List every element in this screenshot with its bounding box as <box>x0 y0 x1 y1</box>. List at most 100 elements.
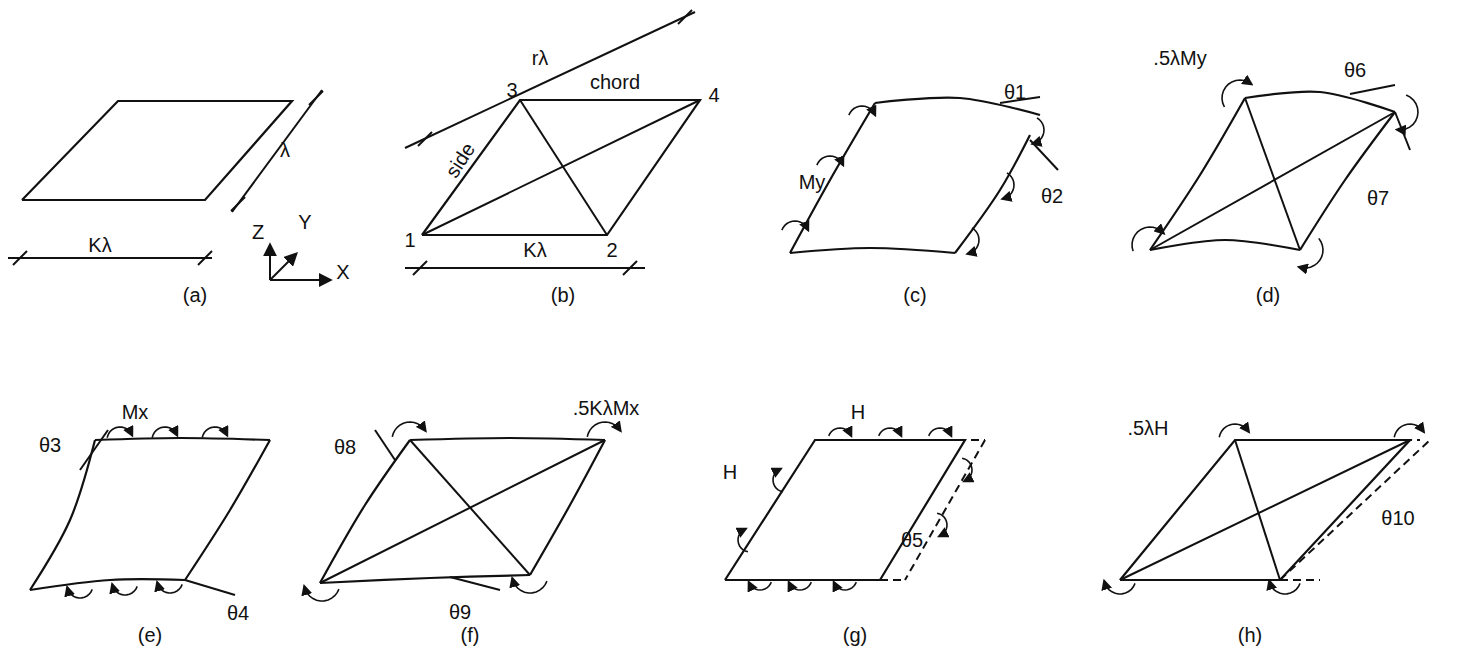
diagonal-line <box>1150 112 1395 250</box>
moment-arrow <box>1394 424 1424 437</box>
figure-label: (f) <box>461 625 480 645</box>
deformed-edge <box>320 440 410 583</box>
figure-label: (c) <box>903 285 926 305</box>
figure-label: θ7 <box>1367 188 1389 208</box>
figure-label: (a) <box>183 285 207 305</box>
plate-outline <box>725 440 965 580</box>
tangent-line <box>185 580 235 595</box>
displaced-edge <box>880 579 905 581</box>
displaced-edge <box>1280 579 1320 581</box>
figure-label: θ9 <box>449 602 471 622</box>
moment-arrow <box>392 422 425 437</box>
deformed-edge <box>320 575 530 583</box>
moment-arrow <box>304 586 339 601</box>
deformed-edge <box>955 135 1030 253</box>
moment-arrow <box>967 228 979 254</box>
tangent-line <box>1030 140 1058 170</box>
axis-line <box>269 245 271 280</box>
moment-arrow <box>773 469 783 492</box>
moment-arrow <box>1299 238 1323 268</box>
figure-label: Y <box>298 212 311 232</box>
axis-line <box>270 254 296 280</box>
moment-arrow <box>929 428 952 436</box>
displaced-edge <box>1280 440 1430 580</box>
figure-label: H <box>851 402 865 422</box>
figure-label: θ1 <box>1004 82 1026 102</box>
plate-outline <box>1120 440 1410 580</box>
moment-arrow <box>152 427 177 438</box>
moment-arrow <box>1104 581 1135 594</box>
dimension-tick <box>13 251 27 265</box>
displaced-edge <box>905 440 985 580</box>
figure-label: θ5 <box>901 530 923 550</box>
figure-label: 1 <box>404 230 415 250</box>
figure-label: Kλ <box>523 240 546 260</box>
figure-label: Kλ <box>88 235 111 255</box>
figure-label: (g) <box>843 625 867 645</box>
diagonal-line <box>410 440 530 575</box>
diagonal-line <box>1120 440 1410 580</box>
moment-arrow <box>587 422 620 437</box>
figure-label: .5λH <box>1127 418 1168 438</box>
moment-arrow <box>738 529 748 552</box>
figure-label: (d) <box>1256 285 1280 305</box>
moment-arrow <box>112 584 137 595</box>
tangent-line <box>80 430 108 470</box>
figure-label: 2 <box>606 240 617 260</box>
diagonal-line <box>1235 440 1280 580</box>
dimension-line <box>405 267 645 269</box>
moment-arrow <box>1002 173 1014 199</box>
deformed-edge <box>1150 240 1300 250</box>
moment-arrow <box>1397 95 1418 130</box>
dimension-tick <box>198 251 212 265</box>
deformed-edge <box>790 103 875 253</box>
figure-label: θ4 <box>227 603 249 623</box>
dimension-tick <box>413 261 427 275</box>
moment-arrow <box>879 428 902 436</box>
figure-label: θ8 <box>334 437 356 457</box>
figure-label: chord <box>590 72 640 92</box>
moment-arrow <box>1219 424 1249 437</box>
figure-label: (e) <box>138 625 162 645</box>
moment-arrow <box>1132 227 1164 251</box>
moment-arrow <box>962 458 972 481</box>
figure-label: θ10 <box>1381 508 1414 528</box>
moment-arrow <box>1032 118 1044 144</box>
deformed-edge <box>185 440 270 580</box>
figure-label: 3 <box>506 80 517 100</box>
figure-label: My <box>799 172 826 192</box>
figure-label: θ2 <box>1041 186 1063 206</box>
dimension-line <box>405 12 695 148</box>
diagonal-line <box>320 440 605 583</box>
figure-label: θ6 <box>1344 60 1366 80</box>
moment-arrow <box>834 582 857 590</box>
deformed-edge <box>410 438 605 440</box>
moment-arrow <box>512 578 547 593</box>
displaced-edge <box>1235 439 1420 441</box>
figure-label: X <box>336 262 349 282</box>
diagonal-line <box>1245 98 1300 250</box>
dimension-line <box>8 257 212 259</box>
dimension-tick <box>231 197 245 211</box>
dimension-tick <box>623 261 637 275</box>
moment-arrow <box>107 427 132 438</box>
displaced-edge <box>815 439 985 441</box>
figure-label: .5λMy <box>1153 48 1206 68</box>
figure-label: Z <box>252 222 264 242</box>
tangent-line <box>375 430 395 460</box>
tangent-line <box>450 577 500 590</box>
dimension-tick <box>418 132 432 146</box>
figure-label: Mx <box>122 402 149 422</box>
moment-arrow <box>1222 80 1252 107</box>
figure-label: (h) <box>1238 625 1262 645</box>
axis-line <box>270 279 330 281</box>
deformed-edge <box>95 438 270 440</box>
deformed-edge <box>1300 112 1395 250</box>
moment-arrow <box>937 513 947 536</box>
deformed-edge <box>790 248 955 253</box>
deformed-edge <box>30 579 185 590</box>
tangent-line <box>1395 112 1410 150</box>
dimension-line <box>232 90 322 212</box>
